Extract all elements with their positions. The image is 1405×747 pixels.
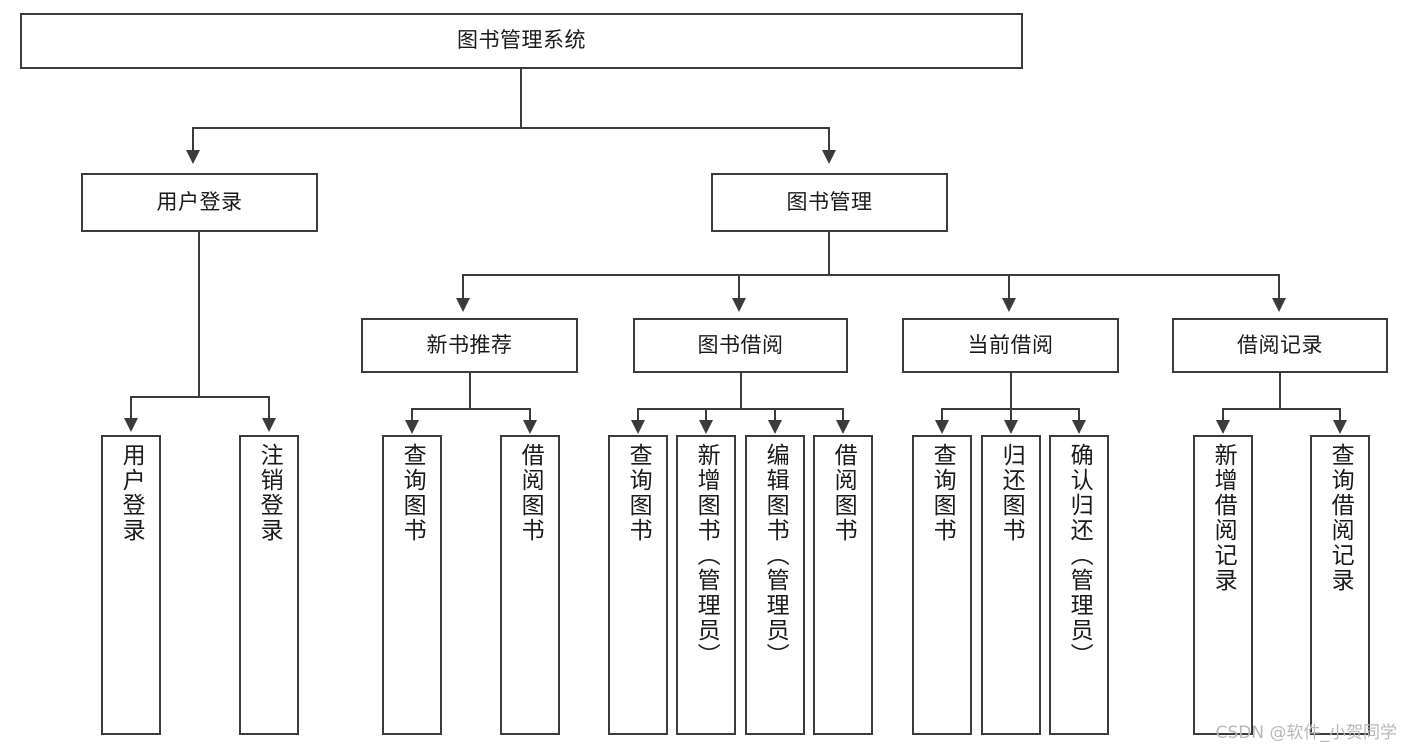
connector-new-book-to-leaf-0	[411, 408, 413, 422]
arrow-bm-to-book-borrow	[732, 298, 746, 312]
connector-user-login-stem	[198, 232, 200, 397]
arrow-bb-to-leaf-2	[768, 420, 782, 434]
node-label: 注销登录	[256, 443, 283, 543]
node-label: 归还图书	[998, 443, 1025, 543]
node-borrow-record[interactable]: 借阅记录	[1172, 318, 1388, 373]
connector-bm-to-borrow-record	[1278, 274, 1280, 299]
node-label: 图书管理	[786, 189, 873, 214]
leaf-user-login-logout[interactable]: 注销登录	[239, 435, 299, 735]
leaf-current-borrow-confirm-return-admin[interactable]: 确认归还（管理员）	[1049, 435, 1109, 735]
leaf-borrow-record-query-record[interactable]: 查询借阅记录	[1310, 435, 1370, 735]
arrow-bm-to-new-book	[456, 298, 470, 312]
node-label: 确认归还（管理员）	[1066, 443, 1093, 668]
connector-cb-to-leaf-2	[1078, 408, 1080, 422]
leaf-book-borrow-add-book-admin[interactable]: 新增图书（管理员）	[676, 435, 736, 735]
node-label: 新增借阅记录	[1210, 443, 1237, 593]
arrow-user-login-to-leaf-1	[262, 418, 276, 432]
connector-new-book-bus	[411, 408, 531, 410]
leaf-new-book-query-book[interactable]: 查询图书	[382, 435, 442, 735]
arrow-new-book-to-leaf-0	[405, 420, 419, 434]
connector-user-login-to-leaf-0	[130, 396, 132, 418]
arrow-bb-to-leaf-3	[836, 420, 850, 434]
connector-new-book-to-leaf-1	[529, 408, 531, 422]
node-label: 新增图书（管理员）	[693, 443, 720, 668]
arrow-cb-to-leaf-0	[935, 420, 949, 434]
node-book-management[interactable]: 图书管理	[711, 173, 948, 232]
connector-bb-to-leaf-3	[842, 408, 844, 422]
arrow-br-to-leaf-1	[1333, 420, 1347, 434]
connector-cb-to-leaf-0	[941, 408, 943, 422]
connector-current-borrow-stem	[1010, 373, 1012, 409]
connector-book-management-stem	[828, 232, 830, 275]
leaf-book-borrow-edit-book-admin[interactable]: 编辑图书（管理员）	[745, 435, 805, 735]
node-label: 当前借阅	[967, 332, 1054, 357]
connector-borrow-record-bus	[1222, 408, 1340, 410]
connector-new-book-stem	[469, 373, 471, 409]
leaf-book-borrow-query-book[interactable]: 查询图书	[608, 435, 668, 735]
node-new-book-recommend[interactable]: 新书推荐	[361, 318, 578, 373]
node-label: 编辑图书（管理员）	[762, 443, 789, 668]
connector-book-borrow-bus	[637, 408, 843, 410]
connector-root-to-user-login	[192, 127, 194, 151]
node-label: 查询借阅记录	[1327, 443, 1354, 593]
connector-book-management-bus	[462, 274, 1280, 276]
arrow-root-to-book-management	[822, 150, 836, 164]
node-root-book-management-system[interactable]: 图书管理系统	[20, 13, 1023, 69]
leaf-book-borrow-borrow-book[interactable]: 借阅图书	[813, 435, 873, 735]
leaf-user-login-login[interactable]: 用户登录	[101, 435, 161, 735]
connector-borrow-record-stem	[1279, 373, 1281, 409]
arrow-bb-to-leaf-1	[699, 420, 713, 434]
connector-bb-to-leaf-1	[705, 408, 707, 422]
node-label: 借阅图书	[517, 443, 544, 543]
node-label: 图书管理系统	[457, 28, 586, 53]
arrow-root-to-user-login	[186, 150, 200, 164]
node-label: 借阅记录	[1237, 332, 1323, 357]
connector-cb-to-leaf-1	[1010, 408, 1012, 422]
connector-root-bus	[192, 127, 830, 129]
node-label: 查询图书	[399, 443, 426, 543]
connector-bb-to-leaf-2	[774, 408, 776, 422]
connector-bm-to-book-borrow	[738, 274, 740, 299]
arrow-bb-to-leaf-0	[631, 420, 645, 434]
connector-root-stem	[520, 69, 522, 128]
node-label: 查询图书	[929, 443, 956, 543]
arrow-new-book-to-leaf-1	[523, 420, 537, 434]
connector-bm-to-current-borrow	[1008, 274, 1010, 299]
connector-book-borrow-stem	[740, 373, 742, 409]
connector-br-to-leaf-1	[1339, 408, 1341, 422]
node-book-borrow[interactable]: 图书借阅	[633, 318, 848, 373]
node-label: 新书推荐	[426, 332, 513, 357]
node-current-borrow[interactable]: 当前借阅	[902, 318, 1119, 373]
arrow-bm-to-current-borrow	[1002, 298, 1016, 312]
node-label: 查询图书	[625, 443, 652, 543]
arrow-user-login-to-leaf-0	[124, 418, 138, 432]
connector-user-login-bus	[130, 396, 268, 398]
node-label: 用户登录	[118, 443, 145, 543]
leaf-borrow-record-add-record[interactable]: 新增借阅记录	[1193, 435, 1253, 735]
connector-bm-to-new-book	[462, 274, 464, 299]
node-label: 借阅图书	[830, 443, 857, 543]
arrow-cb-to-leaf-2	[1072, 420, 1086, 434]
node-user-login[interactable]: 用户登录	[81, 173, 318, 232]
arrow-bm-to-borrow-record	[1272, 298, 1286, 312]
leaf-current-borrow-query-book[interactable]: 查询图书	[912, 435, 972, 735]
arrow-br-to-leaf-0	[1216, 420, 1230, 434]
leaf-new-book-borrow-book[interactable]: 借阅图书	[500, 435, 560, 735]
connector-user-login-to-leaf-1	[268, 396, 270, 418]
connector-br-to-leaf-0	[1222, 408, 1224, 422]
node-label: 用户登录	[156, 189, 243, 214]
connector-root-to-book-management	[828, 127, 830, 151]
node-label: 图书借阅	[697, 332, 784, 357]
leaf-current-borrow-return-book[interactable]: 归还图书	[981, 435, 1041, 735]
connector-bb-to-leaf-0	[637, 408, 639, 422]
arrow-cb-to-leaf-1	[1004, 420, 1018, 434]
